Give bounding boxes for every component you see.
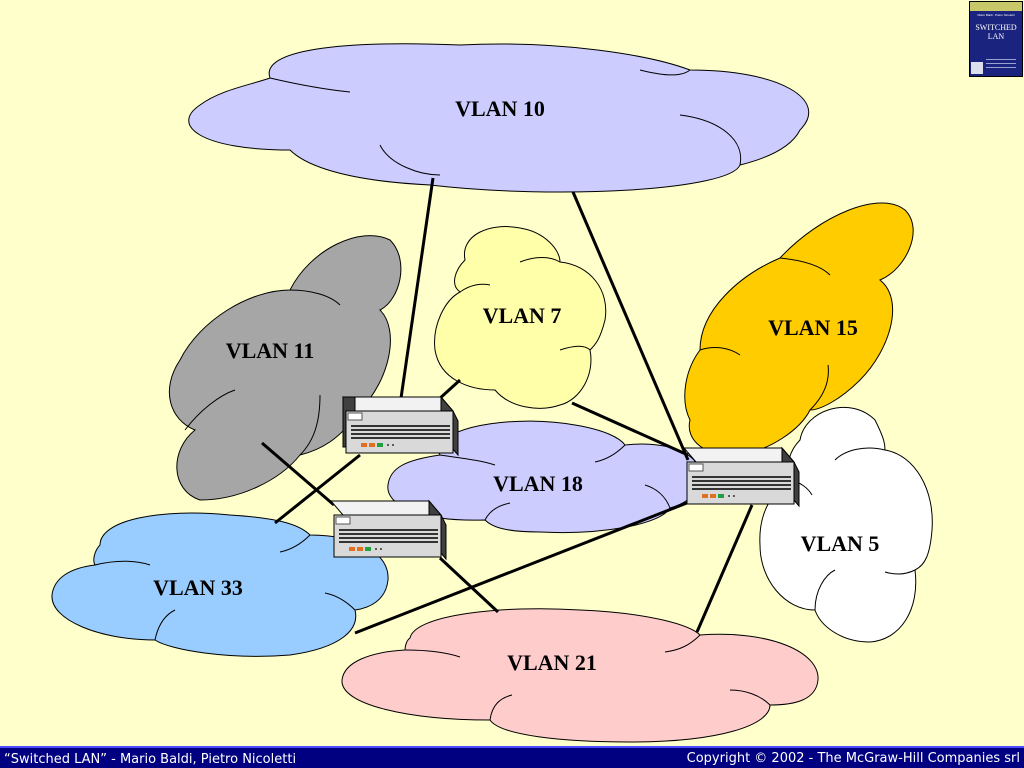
- book-cover-thumbnail: Mario Baldi · Pietro Nicoletti SWITCHED …: [969, 1, 1023, 77]
- cover-title: SWITCHED LAN: [975, 23, 1017, 41]
- slide-footer: “Switched LAN” - Mario Baldi, Pietro Nic…: [0, 746, 1024, 768]
- cloud-vlan-18-shape: [387, 420, 701, 533]
- vlan-network-diagram: VLAN 10 VLAN 11 VLAN 7 VLAN 15 VLAN 5: [51, 43, 933, 743]
- cloud-vlan-7-shape: [434, 226, 607, 409]
- publisher-logo-icon: [971, 62, 983, 74]
- cloud-vlan-11: VLAN 11: [168, 235, 402, 501]
- cloud-vlan-33: VLAN 33: [51, 512, 389, 657]
- cover-authors: Mario Baldi · Pietro Nicoletti: [977, 13, 1015, 17]
- link-switch-bottom-vlan21: [438, 556, 500, 614]
- link-vlan33-switch-left: [274, 453, 361, 525]
- cloud-vlan-7: VLAN 7: [434, 226, 607, 409]
- vlan-11-label: VLAN 11: [226, 338, 315, 363]
- switch-bottom-vents: [339, 529, 438, 543]
- vlan-15-label: VLAN 15: [768, 315, 858, 340]
- cloud-vlan-21: VLAN 21: [341, 608, 819, 743]
- footer-copyright: Copyright © 2002 - The McGraw-Hill Compa…: [686, 751, 1020, 766]
- switch-left: [341, 395, 459, 457]
- link-vlan7-switch-left: [436, 378, 462, 402]
- footer-book-credit: “Switched LAN” - Mario Baldi, Pietro Nic…: [4, 752, 297, 767]
- link-switch-right-vlan21: [695, 504, 754, 633]
- switch-right-vents: [692, 476, 791, 490]
- cover-top-band: [970, 2, 1022, 11]
- cloud-vlan-33-shape: [51, 512, 389, 657]
- vlan-33-label: VLAN 33: [153, 575, 243, 600]
- link-vlan33-switch-right: [354, 488, 721, 635]
- cloud-vlan-21-shape: [341, 608, 819, 743]
- switch-bottom: [329, 499, 447, 561]
- vlan-10-label: VLAN 10: [455, 96, 545, 121]
- cloud-vlan-10: VLAN 10: [188, 43, 810, 193]
- link-vlan7-switch-right: [571, 401, 689, 457]
- cloud-vlan-11-shape: [168, 235, 402, 501]
- switch-right: [682, 446, 800, 508]
- network-links: [261, 177, 754, 635]
- switch-left-vents: [351, 425, 450, 439]
- link-vlan10-switch-left: [398, 177, 435, 406]
- vlan-7-label: VLAN 7: [483, 303, 562, 328]
- link-vlan10-switch-right: [571, 191, 690, 461]
- vlan-21-label: VLAN 21: [507, 650, 597, 675]
- cover-decoration: [986, 59, 1016, 71]
- cloud-vlan-18: VLAN 18: [387, 420, 701, 533]
- cloud-vlan-5: VLAN 5: [759, 406, 933, 643]
- link-vlan11-switch-bottom: [261, 441, 335, 507]
- cloud-vlan-15: VLAN 15: [684, 202, 914, 456]
- cloud-vlan-5-shape: [759, 406, 933, 643]
- vlan-5-label: VLAN 5: [801, 531, 880, 556]
- vlan-18-label: VLAN 18: [493, 471, 583, 496]
